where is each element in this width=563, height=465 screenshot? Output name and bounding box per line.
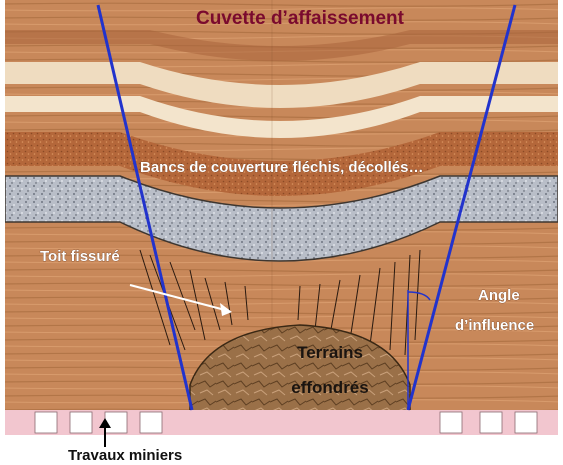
diagram-title: Cuvette d’affaissement bbox=[196, 8, 405, 29]
strata bbox=[5, 0, 558, 435]
mine-floor bbox=[5, 410, 558, 435]
angle-label-line1: Angle bbox=[478, 287, 520, 304]
terrains-label-line2: effondrés bbox=[291, 378, 368, 397]
terrains-label-line1: Terrains bbox=[297, 343, 363, 362]
angle-label-line2: d’influence bbox=[455, 317, 534, 334]
toit-label: Toit fissuré bbox=[40, 248, 120, 265]
bancs-label: Bancs de couverture fléchis, décollés… bbox=[140, 159, 423, 176]
travaux-label: Travaux miniers bbox=[68, 447, 182, 464]
